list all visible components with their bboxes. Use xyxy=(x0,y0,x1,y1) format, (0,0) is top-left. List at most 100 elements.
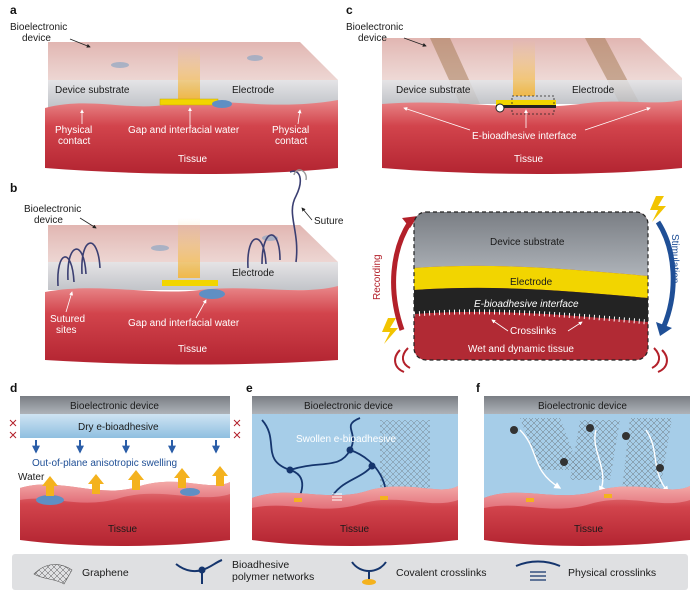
label-gap: Gap and interfacial water xyxy=(128,318,240,329)
inset-frame xyxy=(413,211,649,361)
water-drop xyxy=(180,488,200,496)
label-swelling: Out-of-plane anisotropic swelling xyxy=(32,458,177,469)
lightning-icon xyxy=(382,318,398,344)
swelling-arrows xyxy=(32,440,220,454)
polymer-node-icon xyxy=(198,566,206,574)
legend-background xyxy=(12,554,688,590)
signal-beam xyxy=(178,45,200,99)
legend-covalent: Covalent crosslinks xyxy=(396,567,486,579)
dry-adhesive-layer xyxy=(20,414,230,438)
label-electrode: Electrode xyxy=(232,85,275,96)
electron-particles xyxy=(510,424,664,472)
pointer-line xyxy=(65,291,73,313)
label-e-bioadhesive-interface: E-bioadhesive interface xyxy=(472,131,577,142)
legend-graphene: Graphene xyxy=(82,567,129,579)
label-dry-adhesive: Dry e-bioadhesive xyxy=(78,422,159,433)
tissue-surface xyxy=(20,481,230,503)
recording-arrow xyxy=(391,220,413,331)
inset-label-device-substrate: Device substrate xyxy=(490,237,565,248)
arrow-down-curved-icon xyxy=(656,322,672,336)
pointer-line xyxy=(584,107,651,131)
label-tissue: Tissue xyxy=(108,524,138,535)
label-swollen: Swollen e-bioadhesive xyxy=(296,434,397,445)
device-bar xyxy=(20,396,230,414)
label-device-substrate: Device substrate xyxy=(396,85,471,96)
covalent-anchors xyxy=(294,496,388,502)
label-electrode: Electrode xyxy=(572,85,615,96)
motion-mark xyxy=(402,347,411,369)
label-device: Bioelectronic device xyxy=(538,401,627,412)
label-tissue: Tissue xyxy=(514,154,544,165)
tissue-block xyxy=(45,286,338,365)
inset-electrode xyxy=(414,265,648,298)
label-gap: Gap and interfacial water xyxy=(128,125,240,136)
pointer-line xyxy=(491,319,509,332)
pointer-line xyxy=(403,37,427,47)
label-water: Water xyxy=(18,472,45,483)
label-device-substrate: Device substrate xyxy=(55,85,130,96)
pointer-line xyxy=(69,38,91,48)
interfacial-water-drop xyxy=(199,289,225,299)
panel-d: d Bioelectronic device Dry e-bioadhesive… xyxy=(9,381,241,546)
panel-e: e Bioelectronic device Swollen e-bioadhe… xyxy=(246,381,458,546)
zoom-box xyxy=(511,95,555,115)
panel-inset: Recording Stimulation Device substrate E… xyxy=(372,196,680,373)
inset-substrate xyxy=(414,212,648,276)
pointer-line xyxy=(301,207,313,221)
label-suture: Suture xyxy=(314,216,344,227)
suture-loops xyxy=(57,170,302,287)
inset-label-wet-tissue: Wet and dynamic tissue xyxy=(468,344,574,355)
electrode-strip xyxy=(162,280,218,286)
interfacial-water-drop xyxy=(212,100,232,108)
motion-mark xyxy=(657,349,668,373)
pointer-line xyxy=(297,109,302,125)
label-recording: Recording xyxy=(372,254,383,300)
inset-label-crosslinks: Crosslinks xyxy=(510,326,556,337)
covalent-anchor-icon xyxy=(362,579,376,585)
device-bar xyxy=(484,396,690,414)
magnifier-icon xyxy=(495,103,505,113)
label-tissue: Tissue xyxy=(574,524,604,535)
tissue-block xyxy=(45,100,338,174)
device-bar xyxy=(252,396,458,414)
legend-physical: Physical crosslinks xyxy=(568,567,656,579)
water-arrows xyxy=(42,466,228,496)
electrode-strip xyxy=(159,98,219,106)
panel-c-letter: c xyxy=(346,3,353,17)
inset-label-electrode: Electrode xyxy=(510,277,553,288)
lightning-icon xyxy=(650,196,666,222)
label-stimulation: Stimulation xyxy=(669,234,680,283)
graphene-sheet xyxy=(380,420,430,490)
decor-drop xyxy=(151,245,169,251)
panel-f-letter: f xyxy=(476,381,481,395)
signal-beam xyxy=(513,40,535,96)
tissue-block xyxy=(382,100,682,174)
graphene-sheets xyxy=(520,418,672,490)
pointer-line xyxy=(403,107,471,131)
inset-label-interface: E-bioadhesive interface xyxy=(474,299,579,310)
crosslink-nodes xyxy=(286,446,376,474)
signal-beam xyxy=(178,218,200,278)
panel-a-letter: a xyxy=(10,3,17,17)
tissue-surface xyxy=(484,486,690,509)
pointer-line xyxy=(567,321,583,332)
panel-f: f Bioelectronic device Tissue xyxy=(476,381,690,546)
covalent-anchors xyxy=(526,494,612,502)
arrow-up-curved-icon xyxy=(402,216,418,228)
label-tissue: Tissue xyxy=(178,344,208,355)
motion-mark xyxy=(651,347,660,369)
decor-drop xyxy=(111,62,129,68)
stimulation-arrow xyxy=(655,220,676,327)
label-device: Bioelectronic device xyxy=(70,401,159,412)
panel-b-letter: b xyxy=(10,181,17,195)
label-tissue: Tissue xyxy=(178,154,208,165)
physical-crosslink-bars xyxy=(530,571,546,581)
